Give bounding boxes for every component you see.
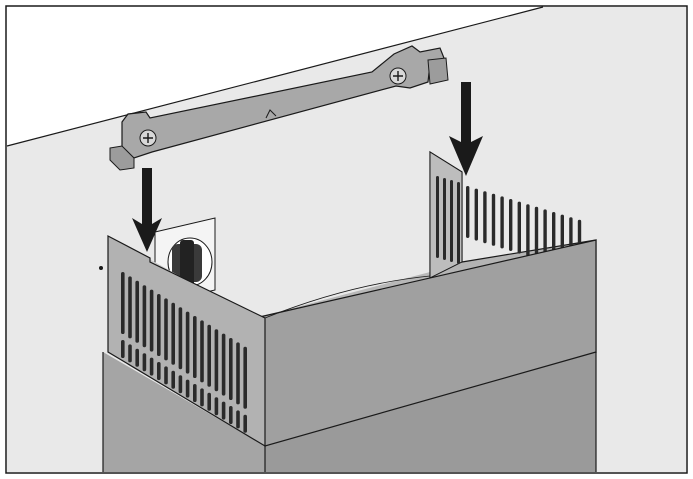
vent-slot (157, 294, 161, 356)
vent-slot (164, 298, 168, 361)
vent-slot (483, 191, 487, 244)
vent-slot (214, 397, 219, 416)
vent-slot (200, 388, 204, 407)
vent-slot (534, 206, 539, 259)
vent-slot (221, 401, 226, 420)
ceiling-edge (6, 6, 544, 147)
vent-slot (207, 392, 211, 411)
duct-inner-edge (264, 275, 431, 319)
vent-slot (466, 186, 470, 238)
vent-slot (164, 366, 168, 385)
vent-slot (193, 316, 197, 378)
vent-slot (185, 379, 190, 398)
vent-slot (121, 340, 125, 358)
vent-slots-right (436, 176, 582, 272)
vent-slot (193, 384, 197, 402)
vent-slot (509, 199, 513, 251)
vent-slot (517, 201, 521, 254)
vent-slot (229, 338, 233, 400)
vent-slot (243, 414, 247, 433)
vent-slot (171, 370, 175, 389)
screw-hole (99, 266, 103, 270)
down-arrow-icon (449, 82, 483, 176)
vent-slots-left (121, 272, 247, 433)
vent-slot (121, 272, 125, 334)
vent-slot (526, 204, 530, 257)
vent-slot (185, 311, 190, 374)
screw-icon (389, 67, 407, 85)
vent-slot (128, 344, 132, 363)
vent-slot (149, 289, 154, 352)
vent-slot (457, 182, 460, 264)
vent-slot (142, 285, 147, 348)
upper-duct-front-left (99, 235, 266, 448)
vent-slot (142, 353, 147, 372)
screw-icon (139, 129, 157, 147)
vent-slot (135, 280, 139, 343)
vent-slot (221, 333, 226, 396)
vent-slot (178, 375, 183, 394)
vent-slot (474, 188, 478, 241)
vent-slot (229, 406, 233, 424)
vent-slot (135, 348, 139, 367)
vent-slot (178, 307, 183, 370)
vent-slot (128, 276, 132, 339)
vent-slot (443, 178, 446, 260)
vent-slot (543, 209, 547, 262)
vent-slot (236, 342, 240, 405)
vent-slot (436, 176, 439, 258)
vent-slot (450, 180, 453, 262)
vent-slot (149, 357, 154, 376)
vent-slot (214, 329, 219, 392)
vent-slot (243, 346, 247, 409)
vent-slot (500, 196, 504, 249)
vent-slot (207, 324, 211, 387)
lower-duct (102, 352, 597, 472)
vent-slot (171, 302, 175, 365)
vent-slot (157, 362, 161, 380)
mounting-bracket-icon (109, 45, 449, 171)
vent-slot (236, 410, 240, 429)
vent-slot (200, 320, 204, 383)
down-arrow-icon (132, 168, 162, 252)
vent-slot (491, 193, 496, 246)
